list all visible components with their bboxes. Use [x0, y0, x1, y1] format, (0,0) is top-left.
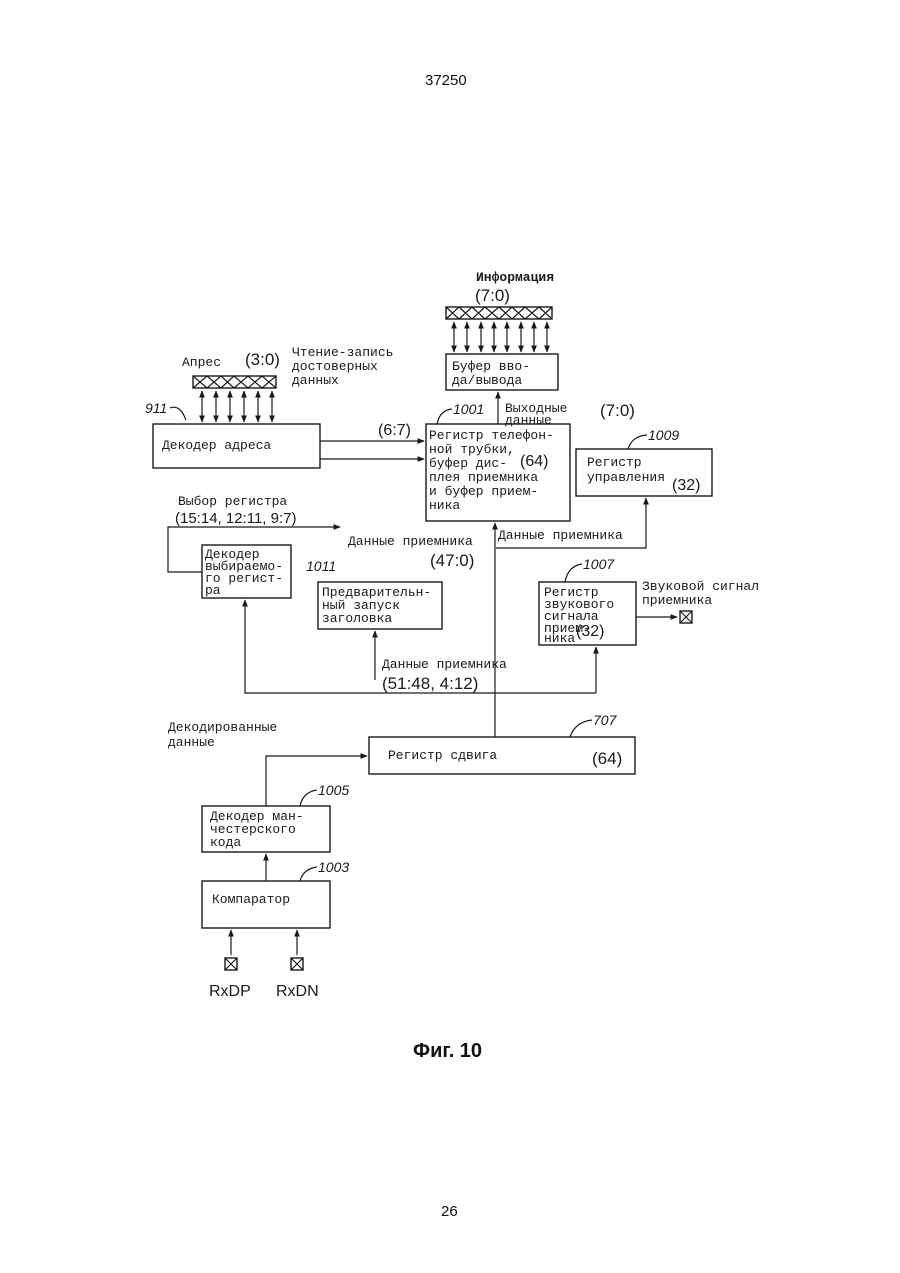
decoded-line1: Декодированные	[168, 720, 277, 735]
sound-reg-size: (32)	[576, 623, 604, 640]
rxdp-terminal	[225, 958, 237, 970]
leader-1007	[565, 564, 582, 582]
handset-reg-line5: и буфер прием-	[429, 484, 538, 499]
rw-line1: Чтение-запись	[292, 345, 393, 360]
ref-1009: 1009	[648, 427, 679, 443]
handset-reg-line1: Регистр телефон-	[429, 428, 554, 443]
buffer-io-line2: да/вывода	[452, 373, 522, 388]
decoded-line2: данные	[168, 735, 215, 750]
reg-select-label: Выбор регистра	[178, 494, 287, 509]
handset-reg-line4: плея приемника	[429, 470, 538, 485]
leader-911	[170, 407, 186, 420]
handset-reg-line6: ника	[429, 498, 460, 513]
ref-1001: 1001	[453, 401, 484, 417]
output-bits: (7:0)	[600, 401, 635, 420]
address-decoder-label: Декодер адреса	[162, 438, 271, 453]
bits-67: (6:7)	[378, 422, 411, 439]
ref-1005: 1005	[318, 782, 349, 798]
ref-1007: 1007	[583, 556, 615, 572]
ref-1011: 1011	[306, 558, 336, 574]
receiver-data-2: Данные приемника	[498, 528, 623, 543]
leader-1009	[628, 435, 647, 449]
leader-707	[570, 720, 592, 737]
receiver-data-3: Данные приемника	[382, 657, 507, 672]
shift-reg-label: Регистр сдвига	[388, 748, 497, 763]
handset-reg-line3: буфер дис-	[429, 456, 507, 471]
manchester-line3: кода	[210, 835, 241, 850]
rxdn-terminal	[291, 958, 303, 970]
handset-reg-size: (64)	[520, 453, 548, 470]
info-label: Информация	[476, 270, 554, 285]
ref-911: 911	[145, 400, 167, 416]
receiver-bits-470: (47:0)	[430, 551, 474, 570]
rxdn-label: RxDN	[276, 983, 319, 1000]
manchester-to-shift-line	[266, 756, 367, 806]
handset-reg-line2: ной трубки,	[429, 442, 515, 457]
reg-select-bits: (15:14, 12:11, 9:7)	[175, 510, 296, 527]
leader-1003	[300, 867, 317, 881]
info-bus-pins	[446, 307, 552, 352]
leader-1005	[300, 790, 317, 806]
figure-caption: Фиг. 10	[413, 1040, 482, 1063]
rw-line2: достоверных	[292, 359, 378, 374]
control-reg-line1: Регистр	[587, 455, 642, 470]
header-start-line3: заголовка	[322, 611, 392, 626]
selreg-dec-line4: ра	[205, 583, 221, 598]
sound-out-terminal	[680, 611, 692, 623]
sound-signal-line1: Звуковой сигнал	[642, 579, 759, 594]
output-data-line2: данные	[505, 413, 552, 428]
receiver-bits-5148: (51:48, 4:12)	[382, 674, 478, 693]
leader-1001	[437, 409, 452, 424]
control-reg-size: (32)	[672, 477, 700, 494]
ref-707: 707	[593, 712, 618, 728]
info-bits: (7:0)	[475, 286, 510, 305]
comparator-label: Компаратор	[212, 892, 290, 907]
shift-reg-size: (64)	[592, 749, 622, 768]
page-number: 26	[441, 1203, 458, 1220]
sound-reg-line5: ника	[544, 631, 575, 646]
control-reg-line2: управления	[587, 470, 665, 485]
address-bus-pins	[193, 376, 276, 422]
sound-signal-line2: приемника	[642, 593, 712, 608]
rw-line3: данных	[292, 373, 339, 388]
address-label: Апрес	[182, 355, 221, 370]
rxdp-label: RxDP	[209, 983, 251, 1000]
ref-1003: 1003	[318, 859, 349, 875]
receiver-data-1: Данные приемника	[348, 534, 473, 549]
address-bits: (3:0)	[245, 350, 280, 369]
buffer-io-line1: Буфер вво-	[452, 359, 530, 374]
